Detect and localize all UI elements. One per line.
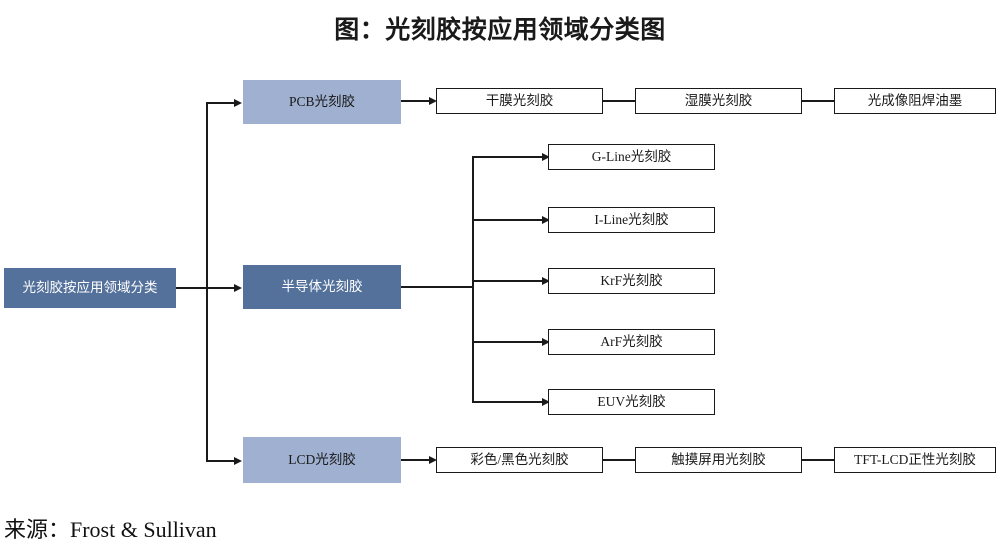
semiconductor-arm-3-line bbox=[472, 280, 544, 282]
leaf-semiconductor-5[interactable]: EUV光刻胶 bbox=[548, 389, 715, 415]
root-spine-line bbox=[206, 102, 208, 462]
semiconductor-arm-2-arrow bbox=[542, 215, 550, 224]
leaf-semiconductor-2[interactable]: I-Line光刻胶 bbox=[548, 207, 715, 233]
root-arm-lcd-arrow bbox=[234, 456, 242, 465]
root-node[interactable]: 光刻胶按应用领域分类 bbox=[4, 268, 176, 308]
semiconductor-arm-2-line bbox=[472, 219, 544, 221]
semiconductor-arm-1-line bbox=[472, 156, 544, 158]
leaf-semiconductor-1[interactable]: G-Line光刻胶 bbox=[548, 144, 715, 170]
source-note: 来源：Frost & Sullivan bbox=[4, 517, 217, 542]
root-arm-semiconductor-arrow bbox=[234, 283, 242, 292]
semiconductor-arm-5-arrow bbox=[542, 397, 550, 406]
pcb-to-child-arrow bbox=[429, 96, 437, 105]
leaf-semiconductor-3[interactable]: KrF光刻胶 bbox=[548, 268, 715, 294]
leaf-lcd-3[interactable]: TFT-LCD正性光刻胶 bbox=[834, 447, 996, 473]
root-arm-lcd-line bbox=[206, 460, 236, 462]
semiconductor-arm-3-arrow bbox=[542, 276, 550, 285]
semiconductor-arm-5-line bbox=[472, 401, 544, 403]
pcb-chain-line-1 bbox=[603, 100, 635, 102]
branch-node-semiconductor[interactable]: 半导体光刻胶 bbox=[243, 265, 401, 309]
leaf-lcd-1[interactable]: 彩色/黑色光刻胶 bbox=[436, 447, 603, 473]
page-title: 图：光刻胶按应用领域分类图 bbox=[334, 17, 666, 44]
leaf-semiconductor-4[interactable]: ArF光刻胶 bbox=[548, 329, 715, 355]
semiconductor-arm-4-line bbox=[472, 341, 544, 343]
semiconductor-stub-line bbox=[401, 286, 474, 288]
branch-node-lcd[interactable]: LCD光刻胶 bbox=[243, 437, 401, 483]
lcd-to-child-arrow bbox=[429, 455, 437, 464]
lcd-to-child-line bbox=[401, 459, 431, 461]
lcd-chain-line-2 bbox=[802, 459, 834, 461]
lcd-chain-line-1 bbox=[603, 459, 635, 461]
leaf-lcd-2[interactable]: 触摸屏用光刻胶 bbox=[635, 447, 802, 473]
semiconductor-arm-4-arrow bbox=[542, 337, 550, 346]
branch-node-pcb[interactable]: PCB光刻胶 bbox=[243, 80, 401, 124]
root-arm-pcb-arrow bbox=[234, 98, 242, 107]
root-stub-line bbox=[176, 287, 208, 289]
pcb-chain-line-2 bbox=[802, 100, 834, 102]
pcb-to-child-line bbox=[401, 100, 431, 102]
leaf-pcb-3[interactable]: 光成像阻焊油墨 bbox=[834, 88, 996, 114]
semiconductor-spine-line bbox=[472, 156, 474, 402]
leaf-pcb-1[interactable]: 干膜光刻胶 bbox=[436, 88, 603, 114]
leaf-pcb-2[interactable]: 湿膜光刻胶 bbox=[635, 88, 802, 114]
root-arm-semiconductor-line bbox=[206, 287, 236, 289]
root-arm-pcb-line bbox=[206, 102, 236, 104]
semiconductor-arm-1-arrow bbox=[542, 152, 550, 161]
